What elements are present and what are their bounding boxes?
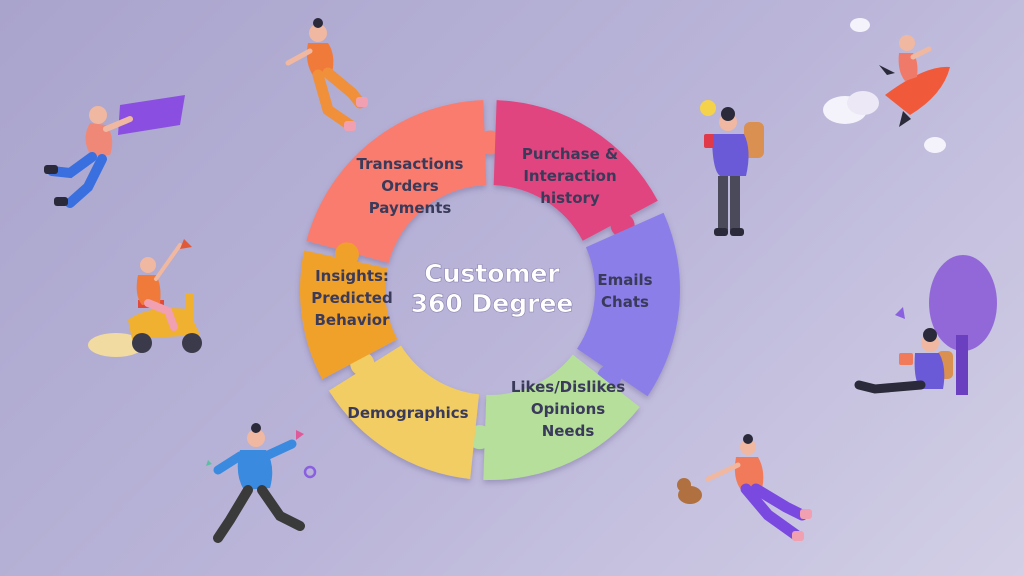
- segment-transactions: [306, 100, 487, 263]
- segment-insights: [300, 250, 398, 380]
- segment-label-line: Transactions: [357, 155, 464, 173]
- center-title-line2: 360 Degree: [411, 289, 574, 318]
- segment-label-line: Likes/Dislikes: [511, 378, 625, 396]
- person-reading-under-tree-icon: [854, 255, 997, 395]
- person-on-rocket-icon: [823, 18, 950, 153]
- segment-label-line: Emails: [597, 271, 652, 289]
- person-on-scooter-icon: [88, 239, 202, 357]
- segment-label-line: Needs: [542, 422, 595, 440]
- segment-label-demographics: Demographics: [347, 404, 468, 422]
- segment-label-line: Orders: [381, 177, 438, 195]
- puzzle-ring: [300, 100, 680, 480]
- segment-label-line: Interaction: [523, 167, 616, 185]
- person-running-icon: [206, 423, 317, 543]
- segment-label-line: Behavior: [314, 311, 390, 329]
- segment-label-line: Demographics: [347, 404, 468, 422]
- person-holding-sign-icon: [44, 95, 185, 208]
- segment-label-line: Purchase &: [522, 145, 618, 163]
- person-flying-icon: [285, 18, 368, 131]
- segment-label-line: history: [540, 189, 600, 207]
- person-with-dog-icon: [677, 434, 812, 541]
- puzzle-knob-insights: [334, 242, 359, 267]
- segment-label-line: Payments: [369, 199, 452, 217]
- segment-purchase-history: [493, 100, 658, 241]
- center-title-line1: Customer: [424, 259, 560, 288]
- segment-label-purchase-history: Purchase & Interaction history: [522, 145, 618, 207]
- segment-demographics: [328, 345, 480, 479]
- segment-emails-chats: [577, 212, 680, 397]
- segment-label-line: Predicted: [311, 289, 392, 307]
- segment-label-line: Opinions: [531, 400, 605, 418]
- segment-label-line: Insights:: [315, 267, 389, 285]
- segment-likes-dislikes: [483, 354, 640, 480]
- segment-label-line: Chats: [601, 293, 649, 311]
- person-with-phone-icon: [700, 100, 764, 236]
